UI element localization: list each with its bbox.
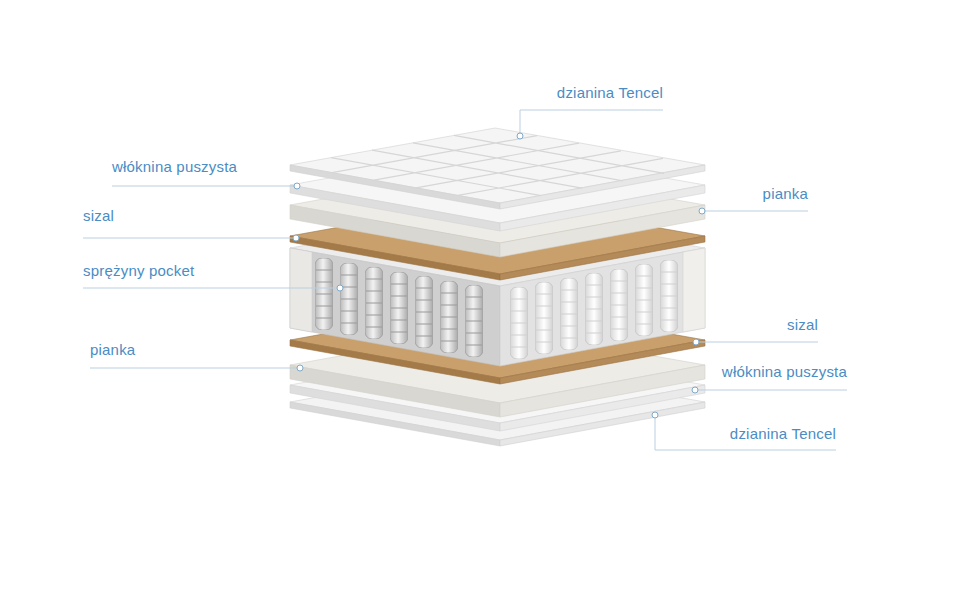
leader-lines bbox=[83, 110, 847, 450]
leader-line bbox=[705, 211, 808, 212]
leader-dot bbox=[293, 235, 299, 241]
leader-dot bbox=[692, 387, 698, 393]
pocket-spring bbox=[340, 263, 358, 335]
part-label: dzianina Tencel bbox=[557, 84, 663, 102]
part-label: włóknina puszysta bbox=[112, 158, 237, 176]
layer-side bbox=[500, 165, 705, 209]
part-label: dzianina Tencel bbox=[730, 425, 836, 443]
leader-line bbox=[520, 110, 663, 133]
foam-edge bbox=[683, 248, 705, 332]
leader-line bbox=[83, 238, 293, 239]
leader-dot bbox=[693, 339, 699, 345]
leader-line bbox=[83, 288, 337, 289]
pocket-spring bbox=[365, 267, 383, 339]
pocket-spring bbox=[415, 276, 433, 348]
layer-side bbox=[290, 165, 500, 209]
pocket-spring bbox=[535, 282, 553, 354]
part-label: pianka bbox=[90, 341, 135, 359]
part-label: sizal bbox=[787, 316, 818, 334]
pocket-spring bbox=[560, 278, 578, 350]
knit-layer bbox=[290, 128, 705, 209]
part-label: sprężyny pocket bbox=[83, 262, 194, 280]
pocket-spring bbox=[660, 260, 678, 332]
part-label: włóknina puszysta bbox=[722, 363, 847, 381]
leader-line bbox=[90, 368, 297, 369]
pocket-spring bbox=[390, 272, 408, 344]
pocket-spring bbox=[610, 269, 628, 341]
leader-dot bbox=[699, 208, 705, 214]
pocket-spring bbox=[465, 285, 483, 357]
layer-top bbox=[290, 128, 705, 203]
leader-line bbox=[112, 186, 294, 187]
leader-line bbox=[699, 342, 818, 343]
leader-dot bbox=[294, 183, 300, 189]
leader-dot bbox=[652, 412, 658, 418]
pocket-spring bbox=[315, 258, 333, 330]
leader-dot bbox=[337, 285, 343, 291]
foam-edge bbox=[290, 248, 312, 332]
pocket-spring bbox=[635, 264, 653, 336]
pocket-spring bbox=[440, 281, 458, 353]
leader-line bbox=[655, 418, 836, 450]
part-label: sizal bbox=[83, 207, 114, 225]
leader-dot bbox=[297, 365, 303, 371]
pocket-spring bbox=[585, 273, 603, 345]
leader-dots bbox=[293, 133, 705, 418]
leader-line bbox=[698, 390, 847, 391]
leader-dot bbox=[517, 133, 523, 139]
pocket-spring bbox=[510, 287, 528, 359]
part-label: pianka bbox=[763, 185, 808, 203]
quilt-stitching bbox=[331, 135, 664, 195]
